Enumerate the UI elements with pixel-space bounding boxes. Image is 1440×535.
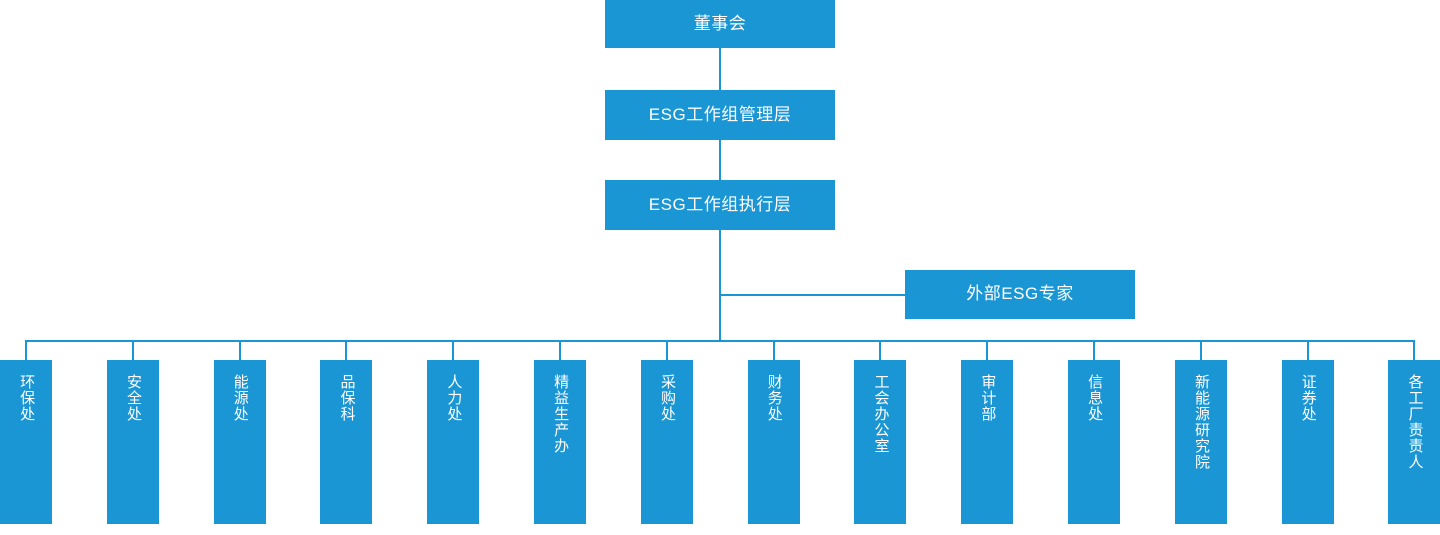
- connector-department-stub: [1199, 340, 1202, 360]
- connector-department-stub: [1306, 340, 1309, 360]
- connector-department-stub: [986, 340, 989, 360]
- node-department-label: 审计部: [979, 374, 997, 422]
- node-department[interactable]: 各工厂责责人: [1388, 360, 1440, 524]
- node-board-label: 董事会: [693, 13, 747, 33]
- node-department-label: 财务处: [765, 374, 783, 422]
- node-department[interactable]: 能源处: [213, 360, 266, 524]
- connector-department-bus: [25, 340, 1415, 342]
- node-department[interactable]: 审计部: [961, 360, 1014, 524]
- node-department-label: 采购处: [658, 374, 676, 422]
- node-department-label: 新能源研究院: [1192, 374, 1210, 470]
- connector-department-stub: [772, 340, 775, 360]
- node-department[interactable]: 采购处: [640, 360, 693, 524]
- node-department-label: 能源处: [231, 374, 249, 422]
- node-esg-management[interactable]: ESG工作组管理层: [605, 90, 835, 140]
- node-department[interactable]: 新能源研究院: [1174, 360, 1227, 524]
- connector-execution-trunk: [719, 230, 721, 341]
- node-department-label: 各工厂责责人: [1406, 374, 1424, 470]
- node-department[interactable]: 人力处: [427, 360, 480, 524]
- connector-department-stub: [879, 340, 882, 360]
- connector-department-stub: [131, 340, 134, 360]
- node-department-label: 信息处: [1086, 374, 1104, 422]
- connector-department-stub: [1093, 340, 1095, 360]
- node-department[interactable]: 精益生产办: [534, 360, 586, 524]
- node-department[interactable]: 环保处: [0, 360, 52, 524]
- node-department[interactable]: 财务处: [747, 360, 800, 524]
- node-department[interactable]: 品保科: [320, 360, 373, 524]
- node-department-label: 环保处: [18, 374, 36, 422]
- node-department[interactable]: 信息处: [1068, 360, 1120, 524]
- connector-board-to-management: [719, 48, 721, 90]
- node-department-label: 人力处: [445, 374, 463, 422]
- connector-department-stub: [25, 340, 27, 360]
- connector-department-stub: [559, 340, 561, 360]
- connector-management-to-execution: [719, 140, 721, 180]
- connector-trunk-to-external-expert: [719, 294, 906, 296]
- connector-department-stub: [665, 340, 668, 360]
- node-department[interactable]: 工会办公室: [854, 360, 907, 524]
- connector-department-stub: [1413, 340, 1416, 360]
- connector-department-stub: [452, 340, 455, 360]
- connector-department-stub: [345, 340, 348, 360]
- node-department-label: 安全处: [124, 374, 142, 422]
- node-board[interactable]: 董事会: [605, 0, 835, 48]
- node-esg-execution[interactable]: ESG工作组执行层: [605, 180, 835, 230]
- node-department-label: 精益生产办: [552, 374, 570, 454]
- node-external-expert[interactable]: 外部ESG专家: [905, 270, 1135, 319]
- node-external-expert-label: 外部ESG专家: [966, 284, 1074, 304]
- node-department-label: 工会办公室: [872, 374, 890, 454]
- node-department-label: 证券处: [1299, 374, 1317, 422]
- connector-department-stub: [238, 340, 241, 360]
- node-esg-execution-label: ESG工作组执行层: [648, 194, 792, 214]
- node-esg-management-label: ESG工作组管理层: [648, 104, 792, 124]
- node-department-label: 品保科: [338, 374, 356, 422]
- node-department[interactable]: 安全处: [106, 360, 159, 524]
- node-department[interactable]: 证券处: [1281, 360, 1334, 524]
